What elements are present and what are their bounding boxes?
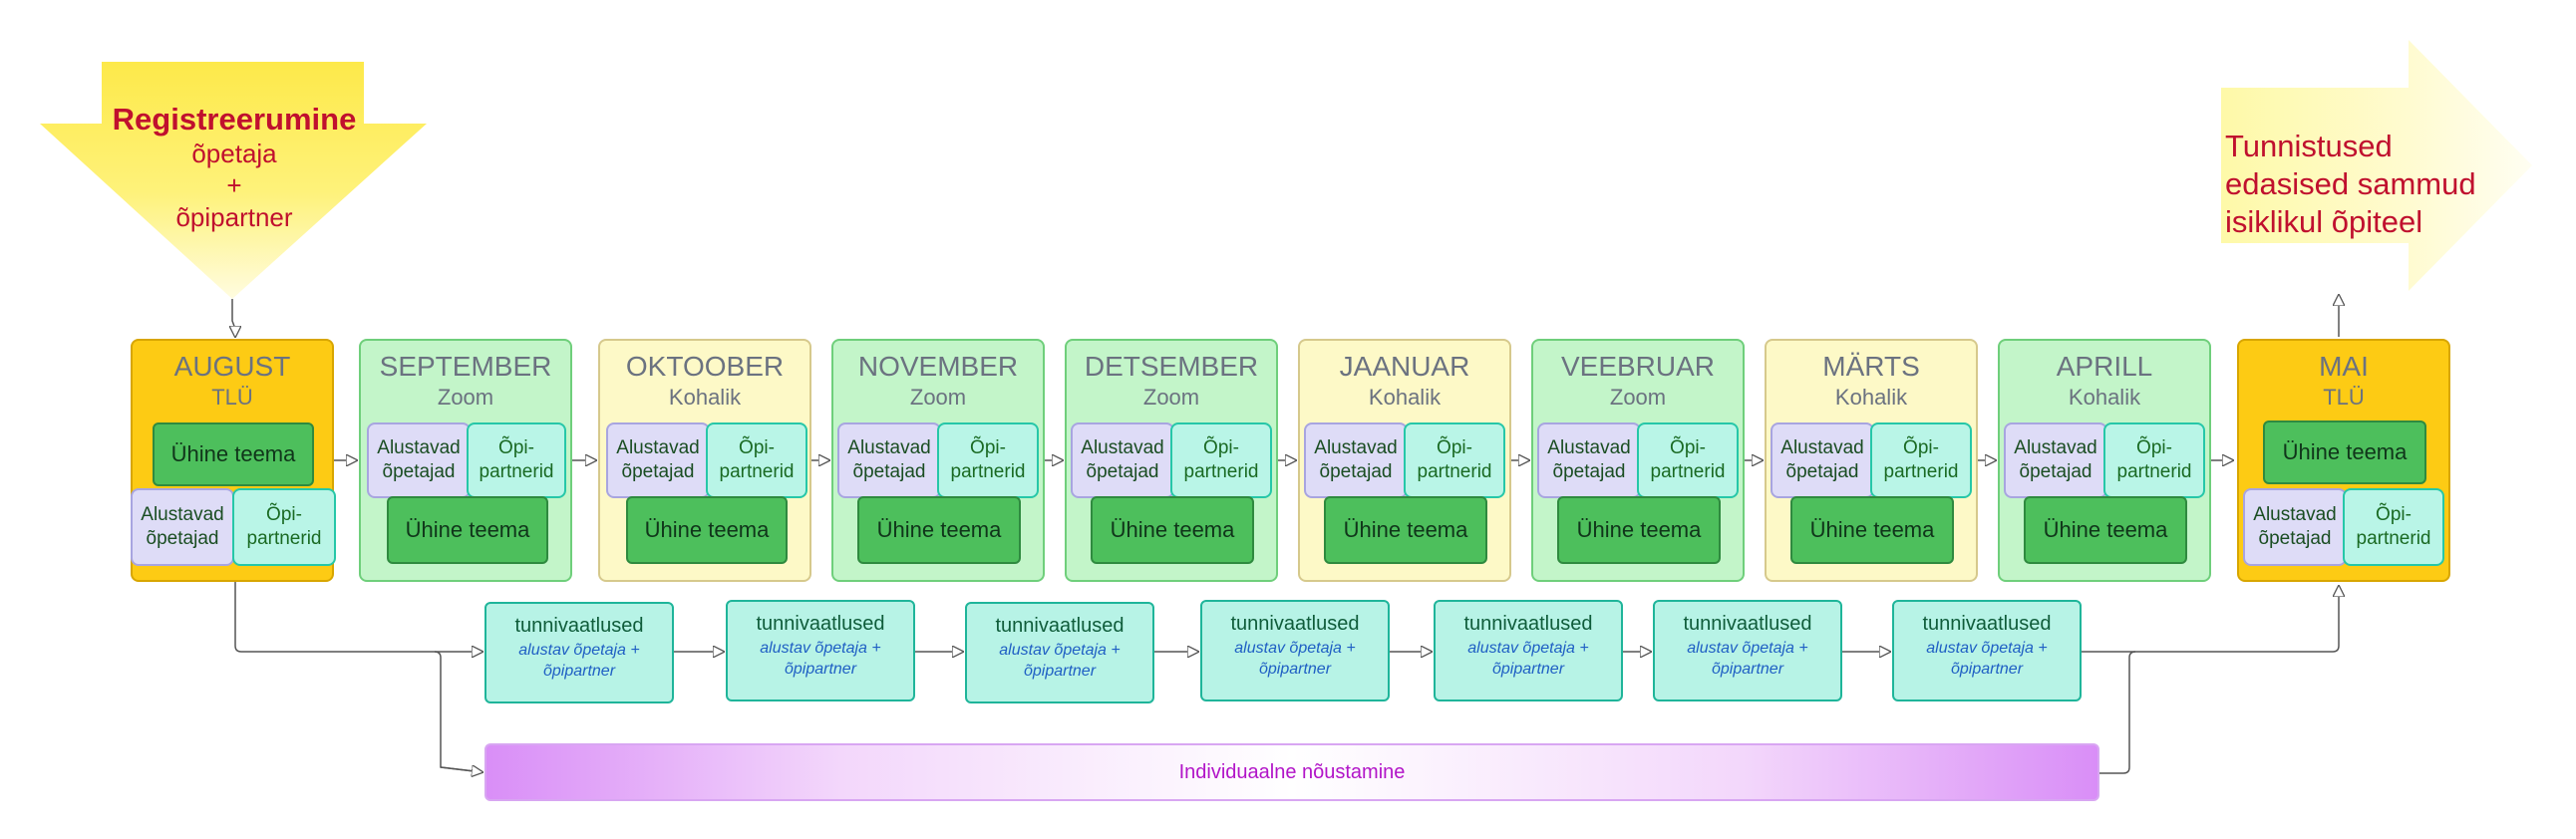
- registration-title: Registreerumine: [112, 102, 357, 137]
- observation-box-1: tunnivaatlused alustav õpetaja + õpipart…: [484, 602, 674, 703]
- learning-partners-box: Õpi-partnerid: [2343, 488, 2444, 566]
- month-location: Zoom: [1142, 385, 1200, 410]
- learning-partners-box: Õpi-partnerid: [232, 488, 336, 566]
- month-january: JAANUAR Kohalik Alustavad õpetajad Õpi-p…: [1298, 339, 1511, 582]
- registration-label: Registreerumine õpetaja + õpipartner: [40, 102, 429, 233]
- observation-participants: alustav õpetaja + õpipartner: [1926, 640, 2048, 678]
- learning-partners-box: Õpi-partnerid: [706, 422, 807, 498]
- month-march: MÄRTS Kohalik Alustavad õpetajad Õpi-par…: [1765, 339, 1978, 582]
- month-november: NOVEMBER Zoom Alustavad õpetajad Õpi-par…: [831, 339, 1045, 582]
- observation-title: tunnivaatlused: [995, 615, 1125, 637]
- month-name: MAI: [2319, 351, 2369, 382]
- month-august: AUGUST TLÜ Ühine teema Alustavad õpetaja…: [131, 339, 336, 582]
- month-location: Kohalik: [1368, 385, 1442, 410]
- shared-topic-box: Ühine teema: [387, 496, 548, 564]
- observation-title: tunnivaatlused: [1922, 613, 2052, 635]
- observation-participants: alustav õpetaja + õpipartner: [1467, 640, 1589, 678]
- learning-partners-box: Õpi-partnerid: [2103, 422, 2205, 498]
- observation-title: tunnivaatlused: [1683, 613, 1812, 635]
- observation-participants: alustav õpetaja + õpipartner: [518, 642, 640, 680]
- month-name: APRILL: [2056, 351, 2153, 382]
- observation-title: tunnivaatlused: [756, 613, 885, 635]
- new-teachers-box: Alustavad õpetajad: [1771, 422, 1874, 498]
- observation-box-7: tunnivaatlused alustav õpetaja + õpipart…: [1892, 600, 2082, 701]
- observation-title: tunnivaatlused: [1463, 613, 1593, 635]
- month-location: TLÜ: [2323, 385, 2365, 410]
- month-december: DETSEMBER Zoom Alustavad õpetajad Õpi-pa…: [1065, 339, 1278, 582]
- shared-topic-box: Ühine teema: [153, 422, 314, 486]
- observation-box-2: tunnivaatlused alustav õpetaja + õpipart…: [726, 600, 915, 701]
- learning-partners-box: Õpi-partnerid: [1870, 422, 1972, 498]
- new-teachers-box: Alustavad õpetajad: [1537, 422, 1641, 498]
- shared-topic-box: Ühine teema: [1091, 496, 1254, 564]
- month-name: MÄRTS: [1822, 351, 1920, 382]
- new-teachers-box: Alustavad õpetajad: [606, 422, 710, 498]
- month-april: APRILL Kohalik Alustavad õpetajad Õpi-pa…: [1998, 339, 2211, 582]
- month-name: NOVEMBER: [857, 351, 1019, 382]
- shared-topic-box: Ühine teema: [1557, 496, 1721, 564]
- month-name: SEPTEMBER: [379, 351, 552, 382]
- new-teachers-box: Alustavad õpetajad: [367, 422, 471, 498]
- observation-box-3: tunnivaatlused alustav õpetaja + õpipart…: [965, 602, 1154, 703]
- certificates-arrow-shape: [2221, 40, 2532, 291]
- observation-title: tunnivaatlused: [514, 615, 644, 637]
- individual-counseling-bar: Individuaalne nõustamine: [484, 743, 2099, 801]
- registration-plus: +: [226, 170, 242, 200]
- new-teachers-box: Alustavad õpetajad: [2004, 422, 2107, 498]
- month-name: JAANUAR: [1339, 351, 1470, 382]
- observation-participants: alustav õpetaja + õpipartner: [999, 642, 1121, 680]
- learning-partners-box: Õpi-partnerid: [1170, 422, 1272, 498]
- month-location: Kohalik: [2068, 385, 2141, 410]
- registration-arrow-shape: [40, 62, 427, 299]
- learning-partners-box: Õpi-partnerid: [1637, 422, 1739, 498]
- observation-box-6: tunnivaatlused alustav õpetaja + õpipart…: [1653, 600, 1842, 701]
- learning-partners-box: Õpi-partnerid: [467, 422, 566, 498]
- observation-title: tunnivaatlused: [1230, 613, 1360, 635]
- learning-partners-box: Õpi-partnerid: [1404, 422, 1505, 498]
- month-name: OKTOOBER: [625, 351, 785, 382]
- certificates-label: Tunnistused edasised sammud isiklikul õp…: [2225, 128, 2544, 241]
- shared-topic-box: Ühine teema: [857, 496, 1021, 564]
- shared-topic-box: Ühine teema: [2024, 496, 2187, 564]
- registration-teacher: õpetaja: [191, 139, 277, 168]
- month-october: OKTOOBER Kohalik Alustavad õpetajad Õpi-…: [598, 339, 811, 582]
- new-teachers-box: Alustavad õpetajad: [131, 488, 234, 566]
- new-teachers-box: Alustavad õpetajad: [2243, 488, 2347, 566]
- month-name: DETSEMBER: [1084, 351, 1259, 382]
- new-teachers-box: Alustavad õpetajad: [1071, 422, 1174, 498]
- month-may: MAI TLÜ Ühine teema Alustavad õpetajad Õ…: [2237, 339, 2450, 582]
- observation-participants: alustav õpetaja + õpipartner: [1687, 640, 1808, 678]
- month-location: Zoom: [1609, 385, 1667, 410]
- month-february: VEEBRUAR Zoom Alustavad õpetajad Õpi-par…: [1531, 339, 1745, 582]
- month-location: Zoom: [909, 385, 967, 410]
- observation-participants: alustav õpetaja + õpipartner: [1234, 640, 1356, 678]
- shared-topic-box: Ühine teema: [626, 496, 788, 564]
- month-name: AUGUST: [173, 351, 291, 382]
- new-teachers-box: Alustavad õpetajad: [837, 422, 941, 498]
- shared-topic-box: Ühine teema: [1790, 496, 1954, 564]
- certificates-line-2: edasised sammud: [2225, 166, 2476, 201]
- shared-topic-box: Ühine teema: [1324, 496, 1487, 564]
- certificates-line-3: isiklikul õpiteel: [2225, 204, 2423, 239]
- shared-topic-box: Ühine teema: [2263, 420, 2426, 484]
- observation-box-5: tunnivaatlused alustav õpetaja + õpipart…: [1434, 600, 1623, 701]
- month-september: SEPTEMBER Zoom Alustavad õpetajad Õpi-pa…: [359, 339, 572, 582]
- month-location: Kohalik: [1834, 385, 1908, 410]
- month-name: VEEBRUAR: [1560, 351, 1716, 382]
- month-location: Kohalik: [668, 385, 742, 410]
- new-teachers-box: Alustavad õpetajad: [1304, 422, 1408, 498]
- observation-box-4: tunnivaatlused alustav õpetaja + õpipart…: [1200, 600, 1390, 701]
- month-location: Zoom: [437, 385, 494, 410]
- observation-participants: alustav õpetaja + õpipartner: [760, 640, 881, 678]
- month-location: TLÜ: [211, 385, 253, 410]
- certificates-line-1: Tunnistused: [2225, 129, 2393, 163]
- registration-partner: õpipartner: [175, 202, 293, 232]
- learning-partners-box: Õpi-partnerid: [937, 422, 1039, 498]
